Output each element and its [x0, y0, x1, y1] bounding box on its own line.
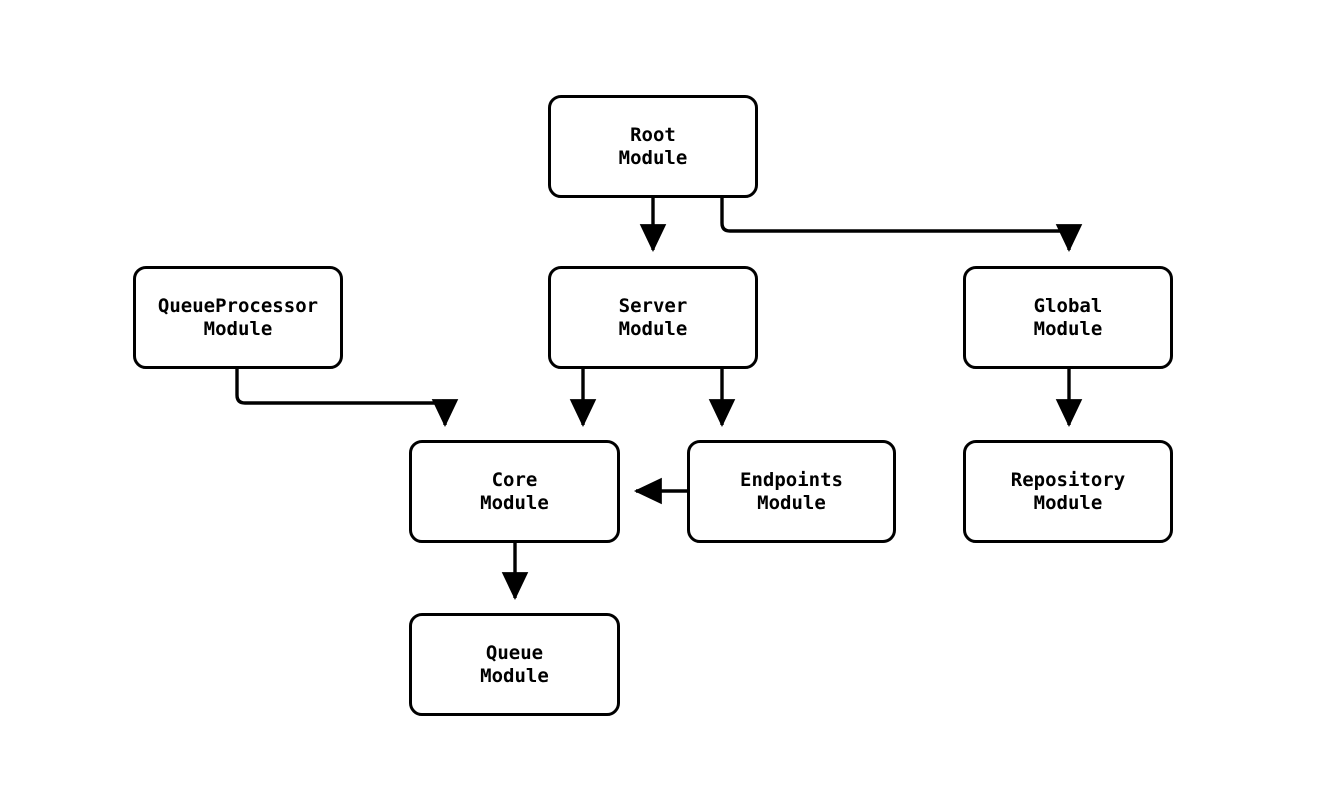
node-root-module[interactable]: Root Module — [548, 95, 758, 198]
node-core-module-label: Core Module — [480, 468, 549, 514]
node-root-module-label: Root Module — [618, 123, 688, 169]
node-server-module-label: Server Module — [618, 294, 688, 340]
edge-root-to-global — [720, 196, 1083, 253]
node-server-module[interactable]: Server Module — [548, 266, 758, 369]
node-queue-module[interactable]: Queue Module — [409, 613, 620, 716]
node-global-module[interactable]: Global Module — [963, 266, 1173, 369]
node-repository-module-label: Repository Module — [1010, 468, 1126, 514]
node-queueprocessor-module[interactable]: QueueProcessor Module — [133, 266, 343, 369]
node-endpoints-module[interactable]: Endpoints Module — [687, 440, 896, 543]
node-global-module-label: Global Module — [1033, 294, 1103, 340]
node-queue-module-label: Queue Module — [480, 641, 549, 687]
node-endpoints-module-label: Endpoints Module — [740, 468, 843, 514]
node-core-module[interactable]: Core Module — [409, 440, 620, 543]
node-queueprocessor-module-label: QueueProcessor Module — [157, 294, 319, 340]
edge-queueprocessor-to-core — [235, 369, 459, 428]
node-repository-module[interactable]: Repository Module — [963, 440, 1173, 543]
